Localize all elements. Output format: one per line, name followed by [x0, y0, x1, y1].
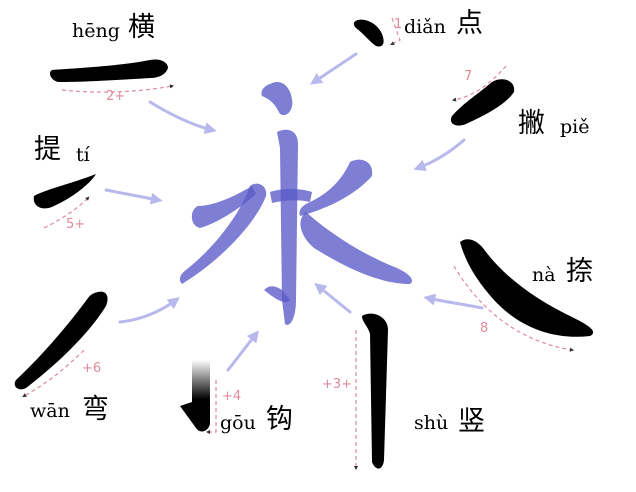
label-dian-pinyin: diǎn — [404, 16, 446, 38]
label-wan-hanzi: 弯 — [82, 394, 109, 425]
arrow-pie — [413, 138, 466, 172]
central-stroke-na — [300, 212, 412, 284]
central-stroke-shu — [277, 129, 298, 325]
label-shu-hanzi: 竖 — [458, 406, 485, 437]
label-gou-pinyin: gōu — [220, 412, 256, 434]
arrow-shu — [314, 282, 352, 314]
stroke-gou-shape — [180, 360, 210, 432]
stroke-na-shape — [460, 239, 594, 337]
arrow-na — [423, 293, 484, 310]
order-num-ti: 5+ — [66, 217, 85, 232]
order-num-dian: 1 — [394, 17, 402, 32]
order-num-na: 8 — [480, 321, 488, 336]
guide-wan — [22, 349, 85, 398]
stroke-order-numbers: 1 2+ +3+ +4 5+ +6 7 8 — [66, 17, 488, 404]
central-stroke-gou — [264, 286, 290, 303]
stroke-ti-shape — [33, 174, 96, 209]
order-num-pie: 7 — [464, 69, 472, 84]
order-num-heng: 2+ — [106, 89, 125, 104]
label-na-hanzi: 捺 — [566, 256, 593, 287]
stroke-heng-shape — [50, 59, 168, 82]
central-stroke-ti — [191, 186, 256, 228]
guide-dian — [390, 17, 401, 45]
label-ti-pinyin: tí — [76, 144, 90, 166]
arrow-gou — [226, 330, 259, 372]
label-wan-pinyin: wān — [30, 400, 70, 422]
label-pie-hanzi: 撇 — [518, 108, 545, 139]
central-stroke-dian — [261, 81, 293, 116]
label-heng-pinyin: hēng — [72, 20, 120, 42]
central-stroke-pie — [299, 159, 373, 216]
label-gou-hanzi: 钩 — [266, 404, 293, 435]
label-ti-hanzi: 提 — [34, 134, 61, 165]
order-num-wan: +6 — [82, 361, 101, 376]
guide-pie — [451, 65, 507, 102]
label-na-pinyin: nà — [532, 264, 556, 286]
stroke-examples — [14, 19, 594, 469]
stroke-dian-shape — [353, 19, 384, 47]
label-dian-hanzi: 点 — [456, 8, 483, 39]
arrow-dian — [310, 52, 358, 85]
direction-guides — [22, 17, 575, 471]
label-pie-pinyin: piě — [560, 116, 590, 138]
guide-gou — [205, 380, 217, 435]
guide-heng — [61, 84, 175, 93]
stroke-wan-shape — [14, 291, 108, 390]
stroke-pie-shape — [450, 79, 515, 126]
pointer-arrows — [104, 52, 484, 372]
guide-na — [453, 265, 575, 352]
label-shu-pinyin: shù — [414, 412, 449, 434]
arrow-ti — [104, 188, 163, 205]
order-num-shu: +3+ — [322, 377, 352, 392]
arrow-heng — [148, 100, 217, 135]
order-num-gou: +4 — [222, 389, 241, 404]
central-character-yong — [179, 81, 412, 325]
arrow-wan — [118, 297, 180, 324]
label-heng-hanzi: 横 — [128, 12, 155, 43]
stroke-shu-shape — [362, 313, 388, 469]
guide-ti — [43, 196, 90, 229]
central-stroke-wan — [179, 183, 267, 284]
